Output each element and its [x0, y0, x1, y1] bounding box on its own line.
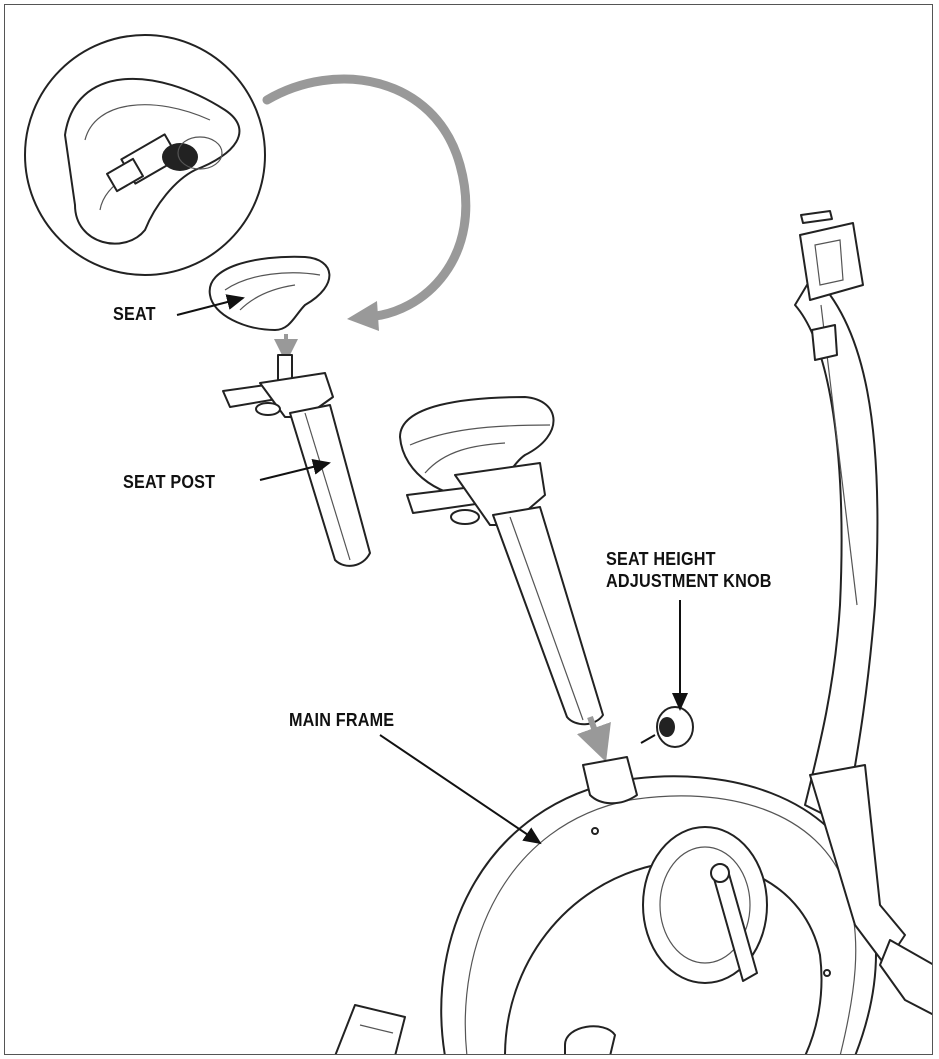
label-seat-post: SEAT POST	[123, 472, 216, 492]
diagram-frame: SEAT SEAT POST SEAT HEIGHT ADJUSTMENT KN…	[4, 4, 933, 1055]
insert-arrow-to-frame-icon	[576, 715, 611, 762]
rear-foot	[334, 1004, 406, 1054]
main-frame-body	[440, 756, 887, 1054]
upright-column	[794, 210, 906, 966]
detached-seat	[208, 255, 331, 331]
rotation-arrow-icon	[262, 74, 471, 322]
label-knob-line-2: ADJUSTMENT KNOB	[606, 571, 772, 591]
label-seat-height-adjustment-knob: SEAT HEIGHT ADJUSTMENT KNOB	[606, 548, 772, 592]
seat-height-knob	[640, 706, 694, 748]
seat-post-pointer-arrow-icon	[259, 459, 331, 481]
detail-zoom-circle	[24, 34, 266, 276]
detached-seat-post	[222, 354, 371, 567]
installed-seat	[399, 396, 604, 726]
seat-pointer-arrow-icon	[176, 294, 245, 316]
label-knob-line-1: SEAT HEIGHT	[606, 549, 716, 569]
label-main-frame: MAIN FRAME	[289, 710, 395, 730]
rotation-arrowhead-icon	[347, 301, 379, 331]
main-frame-pointer-arrow-icon	[379, 734, 542, 845]
label-seat: SEAT	[113, 304, 156, 324]
front-foot	[879, 939, 932, 1016]
assembly-illustration	[24, 34, 932, 1054]
